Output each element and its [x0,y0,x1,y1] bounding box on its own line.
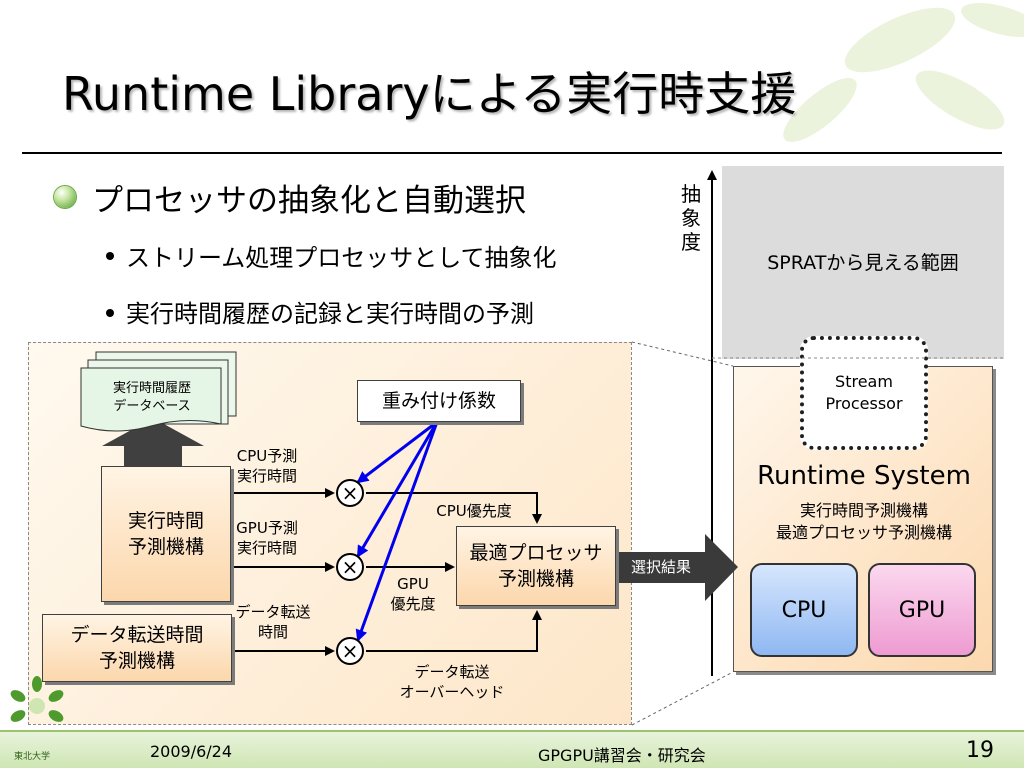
exec-time-predictor-line2: 予測機構 [127,536,204,558]
transfer-time-line1: データ転送 [235,603,311,621]
bullet-main: プロセッサの抽象化と自動選択 [92,183,526,219]
transfer-overhead-label: データ転送 オーバーヘッド [392,662,512,702]
cpu-chip: CPU [750,563,858,657]
multiply-transfer-node: × [336,637,364,665]
abstraction-axis-label: 抽象度 [681,182,701,254]
stream-processor-line1: Stream [835,372,893,391]
optimal-processor-predictor-box: 最適プロセッサ 予測機構 [456,526,616,606]
runtime-system-sub2: 最適プロセッサ予測機構 [775,523,952,542]
optimal-processor-line2: 予測機構 [497,568,574,590]
gpu-predicted-time-line2: 実行時間 [236,539,297,557]
university-logo-text: 東北大学 [14,752,51,762]
transfer-overhead-line1: データ転送 [414,663,490,681]
page-number: 19 [966,738,994,763]
runtime-system-title: Runtime System [757,461,971,491]
gpu-priority-line2: 優先度 [390,595,436,613]
cpu-predicted-time-line2: 実行時間 [236,467,297,485]
runtime-system-sub1: 実行時間予測機構 [799,501,928,520]
cpu-predicted-time-label: CPU予測 実行時間 [232,446,302,486]
transfer-time-predictor-line1: データ転送時間 [70,624,204,646]
footer-date: 2009/6/24 [150,742,233,761]
transfer-time-line2: 時間 [257,623,288,641]
sprat-visible-area: SPRATから見える範囲 [722,166,1004,359]
gpu-predicted-time-line1: GPU予測 [236,519,298,537]
transfer-overhead-line2: オーバーヘッド [399,683,505,701]
weight-coefficient-box: 重み付け係数 [357,380,521,422]
optimal-processor-line1: 最適プロセッサ [469,542,603,564]
stream-processor-line2: Processor [825,394,903,413]
title-divider [22,152,1002,154]
slide-title: Runtime Libraryによる実行時支援 [62,67,797,121]
exec-time-predictor-line1: 実行時間 [127,510,204,532]
university-logo-icon [10,676,64,722]
bullet-sub-2: 実行時間履歴の記録と実行時間の予測 [126,300,534,328]
footer-divider [0,730,1024,732]
history-db-label: 実行時間履歴 データベース [82,380,222,416]
selection-result-label: 選択結果 [630,558,691,576]
cpu-priority-label: CPU優先度 [436,502,512,520]
cpu-predicted-time-line1: CPU予測 [236,447,298,465]
transfer-time-predictor-line2: 予測機構 [98,650,175,672]
footer-bar [0,732,1024,768]
background-leaf-decoration [783,2,1024,143]
footer-event: GPGPU講習会・研究会 [538,746,706,765]
gpu-priority-label: GPU 優先度 [380,574,446,614]
history-database-stack [80,351,237,432]
history-db-line2: データベース [113,399,191,414]
transfer-time-predictor-box: データ転送時間 予測機構 [42,614,232,682]
exec-time-predictor-box: 実行時間 予測機構 [101,466,231,602]
bullet-sub-1: ストリーム処理プロセッサとして抽象化 [126,244,557,272]
gpu-priority-line1: GPU [397,575,429,593]
gpu-chip: GPU [868,563,976,657]
bullet-dot-icon [106,252,114,260]
history-db-line1: 実行時間履歴 [112,381,191,396]
stream-processor-box: Stream Processor [800,336,928,450]
weight-coefficient-label: 重み付け係数 [381,390,496,412]
bullet-dot-icon [106,309,114,317]
multiply-gpu-node: × [336,553,364,581]
multiply-cpu-node: × [336,479,364,507]
transfer-time-label: データ転送 時間 [232,602,314,642]
gpu-predicted-time-label: GPU予測 実行時間 [232,518,302,558]
sprat-label: SPRATから見える範囲 [767,252,959,274]
bullet-orb-icon [54,186,76,208]
